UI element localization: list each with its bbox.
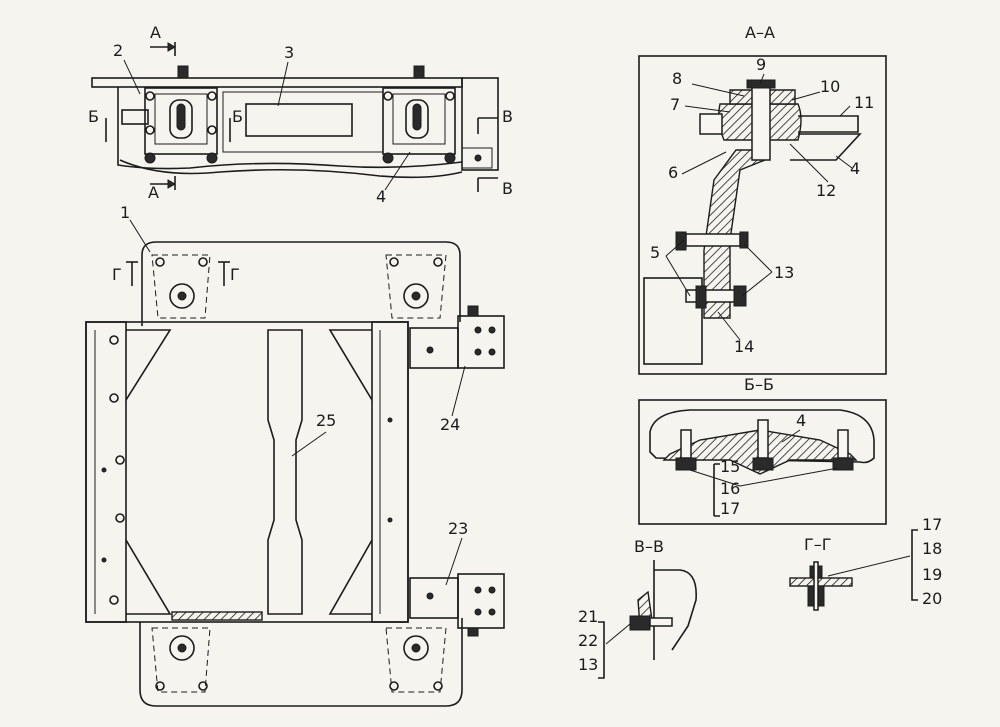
section-aa-view: [638, 55, 887, 375]
callout-3: 3: [284, 43, 295, 62]
callout-aa-8: 8: [672, 69, 683, 88]
callout-aa-4: 4: [850, 159, 861, 178]
callout-aa-13: 13: [774, 263, 795, 282]
section-gg-view: [789, 529, 918, 611]
top-elevation-view: [91, 42, 499, 192]
lower-left-pad: [151, 627, 211, 693]
section-aa-title: А–А: [745, 23, 775, 42]
callout-4-top: 4: [376, 187, 387, 206]
callout-gg-18: 18: [922, 539, 943, 558]
callout-aa-12: 12: [816, 181, 837, 200]
callout-aa-5: 5: [650, 243, 661, 262]
callout-aa-10: 10: [820, 77, 841, 96]
callout-vv-22: 22: [578, 631, 599, 650]
callout-bb-16: 16: [720, 479, 741, 498]
callout-bb-4: 4: [796, 411, 807, 430]
upper-right-pad: [385, 254, 447, 319]
cut-mark-v-top: В: [502, 107, 513, 126]
callout-gg-20: 20: [922, 589, 943, 608]
right-mount-elevation: [382, 65, 456, 164]
cut-mark-b-right: Б: [232, 107, 243, 126]
upper-left-pad: [151, 254, 211, 319]
frame-plan-view: [85, 219, 505, 707]
callout-25: 25: [316, 411, 337, 430]
callout-24: 24: [440, 415, 461, 434]
cut-mark-g-left: Г: [112, 265, 122, 284]
section-bb-title: Б–Б: [744, 375, 774, 394]
callout-bb-17: 17: [720, 499, 741, 518]
callout-2: 2: [113, 41, 124, 60]
callout-vv-21: 21: [578, 607, 599, 626]
section-vv-view: [598, 560, 697, 679]
callout-gg-17: 17: [922, 515, 943, 534]
callout-bb-15: 15: [720, 457, 741, 476]
cut-mark-b-left: Б: [88, 107, 99, 126]
lower-right-pad: [385, 627, 447, 693]
callout-aa-11: 11: [854, 93, 875, 112]
cut-mark-a-top: А: [150, 23, 161, 42]
bracket-23: [409, 573, 505, 637]
section-bb-view: [638, 399, 887, 525]
callout-23: 23: [448, 519, 469, 538]
callout-vv-13: 13: [578, 655, 599, 674]
cut-mark-a-bottom: А: [148, 183, 159, 202]
callout-1: 1: [120, 203, 131, 222]
cut-mark-g-right: Г: [230, 265, 240, 284]
bracket-24: [409, 305, 505, 369]
left-mount-elevation: [144, 65, 218, 164]
callout-aa-7: 7: [670, 95, 681, 114]
section-gg-title: Г–Г: [804, 535, 832, 554]
cut-mark-v-bottom: В: [502, 179, 513, 198]
callout-aa-14: 14: [734, 337, 755, 356]
section-vv-title: В–В: [634, 537, 664, 556]
callout-gg-19: 19: [922, 565, 943, 584]
callout-aa-6: 6: [668, 163, 679, 182]
callout-aa-9: 9: [756, 55, 767, 74]
